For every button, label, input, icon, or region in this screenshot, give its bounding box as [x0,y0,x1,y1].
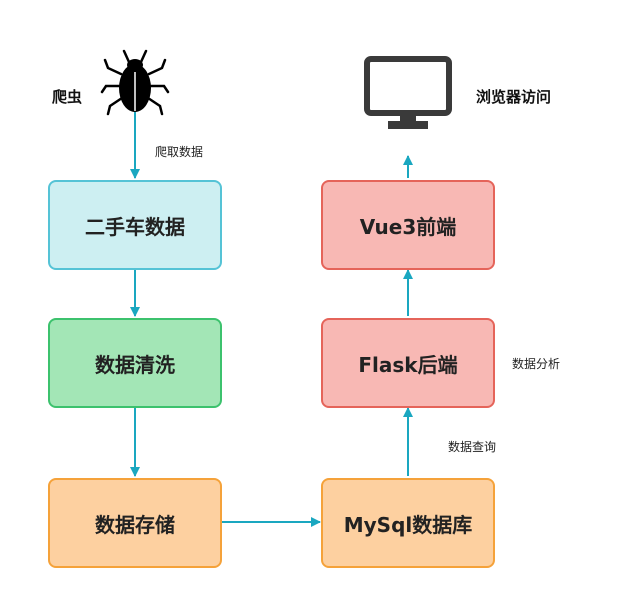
node-used-car-data: 二手车数据 [48,180,222,270]
node-data-cleaning: 数据清洗 [48,318,222,408]
node-flask-backend-label: Flask后端 [358,352,458,377]
browser-access-label: 浏览器访问 [476,88,552,106]
bug-icon [100,49,170,116]
data-query-label: 数据查询 [448,440,497,454]
node-vue3-frontend-label: Vue3前端 [359,214,457,239]
node-data-cleaning-label: 数据清洗 [95,352,175,377]
node-mysql-database-label: MySql数据库 [343,512,473,537]
node-flask-backend: Flask后端 [321,318,495,408]
crawl-data-label: 爬取数据 [155,145,204,159]
node-vue3-frontend: Vue3前端 [321,180,495,270]
node-data-storage: 数据存储 [48,478,222,568]
node-mysql-database: MySql数据库 [321,478,495,568]
data-analysis-label: 数据分析 [512,357,561,371]
node-data-storage-label: 数据存储 [95,512,175,537]
monitor-icon [364,56,452,129]
node-used-car-data-label: 二手车数据 [85,214,185,239]
crawler-label: 爬虫 [52,88,83,106]
